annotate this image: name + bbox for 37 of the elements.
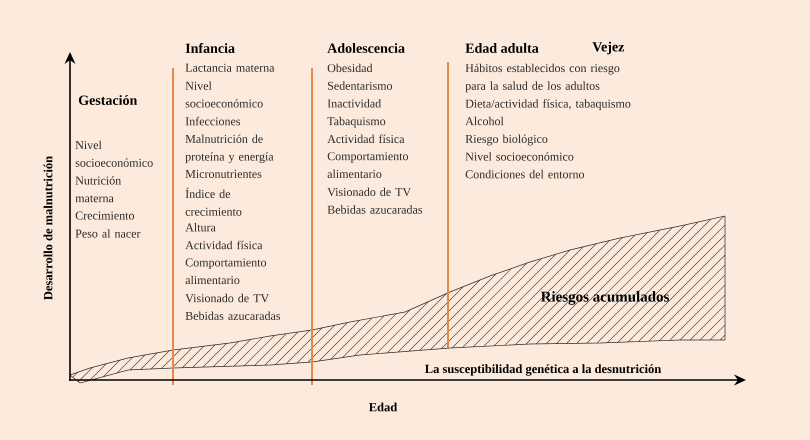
factor-label: Inactividad — [328, 99, 382, 108]
factor-label: Infecciones — [186, 116, 240, 126]
stage-heading: Infancia — [186, 43, 235, 53]
factor-label: Malnutrición de proteína y energía — [185, 134, 274, 164]
baseline-label: La susceptibilidad genética a la desnutrición — [424, 364, 662, 376]
factor-label: Bebidas azucaradas — [186, 312, 280, 320]
factor-label: Bebidas azucaradas — [328, 205, 422, 214]
factor-label: Nutrición materna — [75, 176, 122, 202]
factor-label: Nivel socioeconómico — [186, 81, 263, 108]
factor-label: Comportamiento alimentario — [328, 152, 408, 178]
factor-label: Condiciones del entorno — [466, 170, 584, 178]
factor-label: Nivel socioeconómico — [466, 152, 574, 161]
stage-heading: Vejez — [592, 42, 624, 54]
axis-label: Edad — [368, 402, 398, 412]
factor-label: Actividad física — [185, 240, 262, 250]
factor-label: Alcohol — [465, 116, 504, 126]
factor-label: Micronutrientes — [186, 170, 262, 178]
factor-label: Hábitos establecidos con riesgo para la salud de los adultos — [465, 64, 620, 92]
factor-label: Obesidad — [328, 64, 372, 72]
factor-label: Índice de crecimiento — [186, 188, 242, 216]
stage-heading: Edad adulta — [465, 43, 539, 53]
factor-label: Lactancia materna — [186, 64, 274, 72]
factor-label: Visionado de TV — [185, 294, 269, 302]
factor-label: Actividad física — [327, 134, 404, 144]
axis-label: Desarrollo de malnutrición — [44, 156, 52, 300]
factor-label: Visionado de TV — [327, 188, 411, 196]
factor-label: Tabaquismo — [327, 116, 386, 128]
stage-heading: Adolescencia — [327, 43, 405, 53]
factor-label: Dieta/actividad física, tabaquismo — [466, 99, 630, 110]
factor-label: Altura — [185, 223, 216, 232]
stage-heading: Gestación — [78, 95, 138, 105]
factor-label: Nivel socioeconómico — [76, 140, 153, 167]
factor-label: Comportamiento alimentario — [186, 258, 266, 284]
factor-label: Peso al nacer — [76, 229, 140, 238]
factor-label: Crecimiento — [76, 212, 134, 220]
factor-label: Sedentarismo — [328, 81, 392, 90]
factor-label: Riesgo biológico — [466, 134, 548, 146]
